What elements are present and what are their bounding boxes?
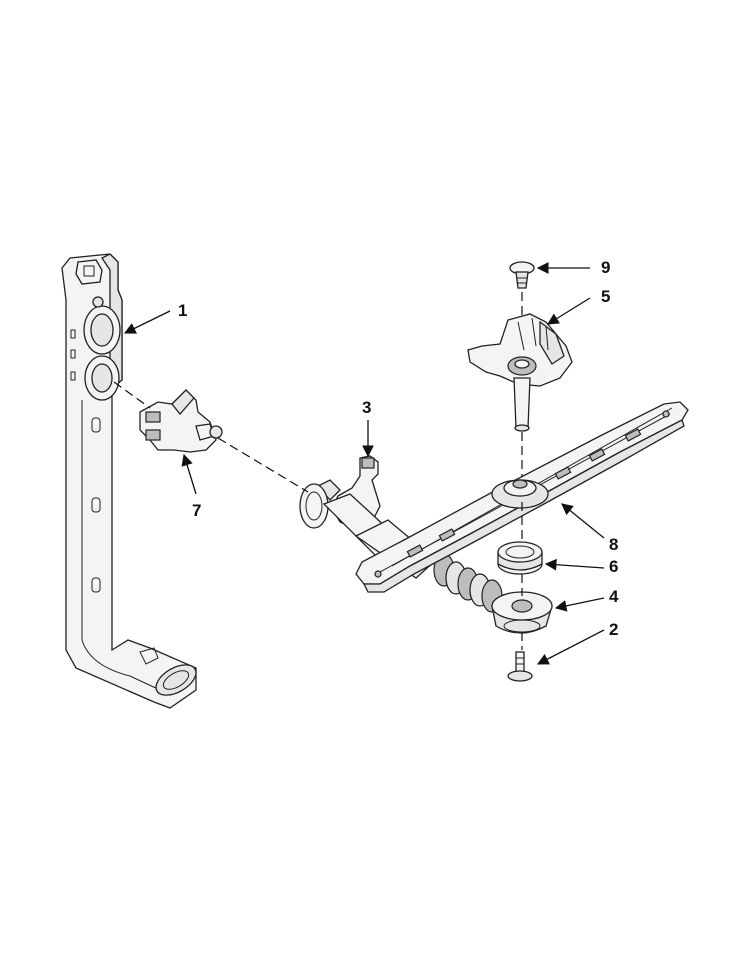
callout-leaders xyxy=(123,262,605,665)
leader-1 xyxy=(123,310,171,334)
part-9-plug xyxy=(509,261,535,289)
leader-6 xyxy=(544,558,605,571)
callout-5: 5 xyxy=(601,287,610,306)
leader-8 xyxy=(561,503,605,539)
leader-5 xyxy=(547,297,591,325)
callout-1: 1 xyxy=(178,301,187,320)
callout-9: 9 xyxy=(601,258,610,277)
leader-7 xyxy=(181,453,197,495)
callout-labels: 1 2 3 4 5 6 7 8 9 xyxy=(178,258,619,639)
part-8-spray-arm xyxy=(355,401,689,593)
callout-7: 7 xyxy=(192,501,201,520)
part-6-seal xyxy=(497,541,543,575)
part-7-connector xyxy=(139,389,223,453)
callout-3: 3 xyxy=(362,398,371,417)
callout-4: 4 xyxy=(609,587,619,606)
assembly-axis-lines xyxy=(113,292,523,650)
part-2-screw xyxy=(507,651,533,682)
part-4-bearing xyxy=(491,591,553,634)
leader-2 xyxy=(536,629,605,665)
callout-8: 8 xyxy=(609,535,618,554)
callout-6: 6 xyxy=(609,557,618,576)
callout-2: 2 xyxy=(609,620,618,639)
part-5-spray-arm-mount xyxy=(467,313,573,432)
leader-4 xyxy=(554,597,605,612)
part-1-supply-tube xyxy=(61,253,197,709)
bellows-section xyxy=(433,553,503,613)
